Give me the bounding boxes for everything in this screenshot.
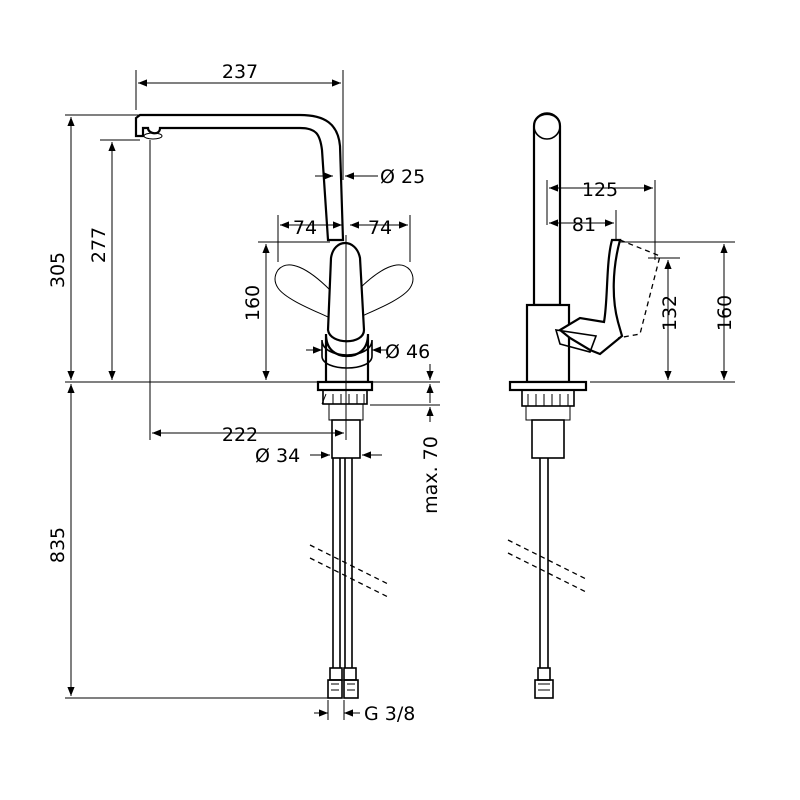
lever-swing-left [274,264,331,319]
side-shank [531,419,565,459]
dim-base-diameter: Ø 46 [385,341,430,363]
dim-lever-swing-right: 74 [368,217,392,239]
dim-lever-height-front: 160 [242,285,264,321]
spout [134,113,345,242]
dim-outlet-height: 277 [88,227,110,263]
dim-connection-thread: G 3/8 [364,703,415,725]
side-hose [539,458,549,668]
dim-lever-height-low: 132 [659,295,681,331]
dim-total-height: 305 [47,252,69,288]
dim-lever-swing-left: 74 [293,217,317,239]
side-lever [558,238,624,356]
dim-shank-diameter: Ø 34 [255,445,300,467]
front-view: 237 Ø 25 74 74 305 277 160 Ø 46 222 Ø 34… [47,61,442,725]
side-view: 125 81 132 160 [507,112,736,699]
dim-spout-diameter: Ø 25 [380,166,425,188]
side-body [525,303,571,384]
side-base-plate [508,380,588,392]
dim-lever-reach-inner: 81 [572,214,596,236]
dim-max-counter-thickness: max. 70 [420,436,442,514]
dim-hose-length: 835 [47,527,69,563]
dim-outlet-to-center: 222 [222,424,258,446]
dim-lever-height-side: 160 [714,295,736,331]
lever-swing-right [357,264,414,319]
mixer-body [324,333,370,384]
base-plate [316,380,374,392]
dim-spout-reach: 237 [222,61,258,83]
dim-lever-reach-outer: 125 [582,179,618,201]
hose-left [332,458,341,668]
